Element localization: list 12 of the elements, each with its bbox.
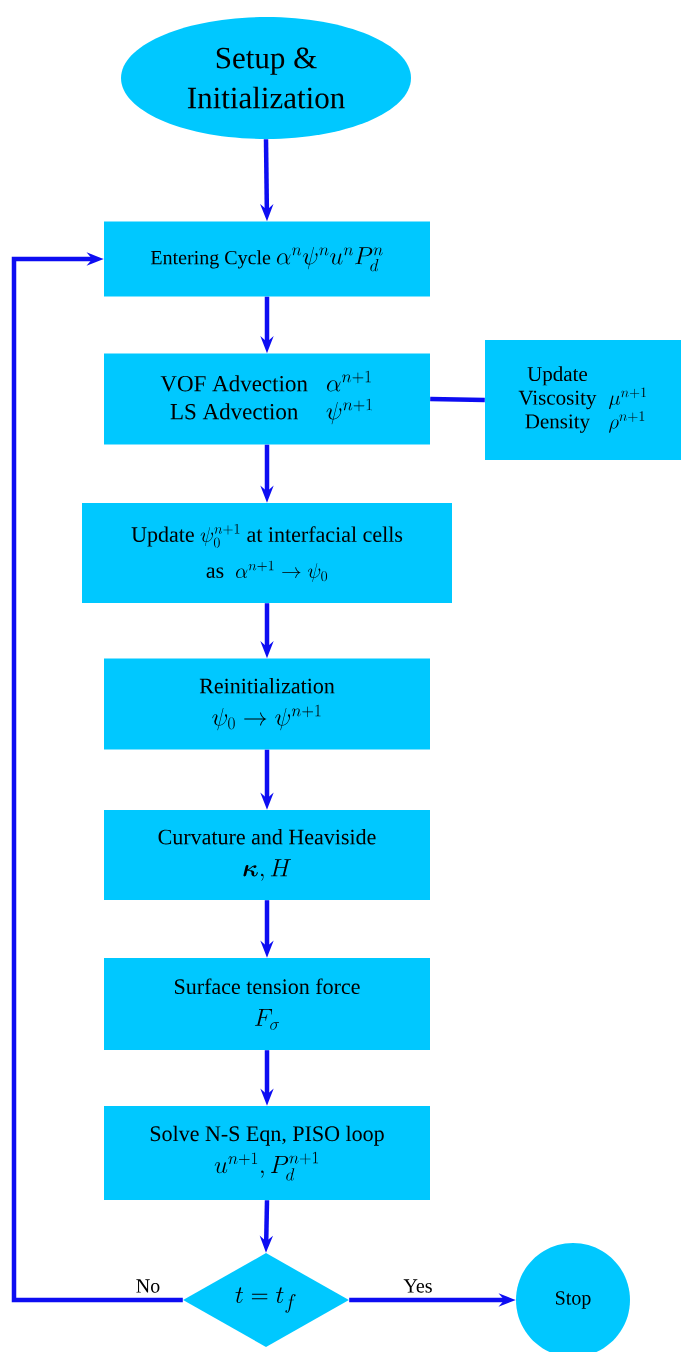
process-box: Reinitialization $\psi_{0}\rightarrow\psi^{n+1}$ [104, 658, 430, 750]
arrow [11, 252, 183, 1303]
process-box: VOF Advection $\alpha^{n+1}$ LS Advection $\psi^{n+1}$ [104, 353, 430, 445]
process-box: Surface tension force $F_{\sigma}$ [104, 958, 430, 1050]
edge-label: No [134, 1278, 162, 1294]
process-box: Curvature and Heaviside $\boldsymbol{\kappa}, H$ [104, 810, 430, 900]
process-box: Solve N-S Eqn, PISO loop $u^{n+1}, P_{d}^{n+1}$ [104, 1106, 430, 1200]
process-box: Entering Cycle $\alpha^{n}\psi^{n}u^{n}P_{d}^{n}$ [104, 221, 430, 297]
connector-line [430, 396, 485, 403]
process-box: Update Viscosity $\mu^{n+1}$ Density $\rho^{n+1}$ [485, 340, 681, 460]
process-box: Update $\psi_{0}^{n+1}$ at interfacial cells as $\alpha^{n+1}\rightarrow\psi_{0}$ [82, 503, 452, 603]
edge-label: Yes [402, 1278, 434, 1294]
